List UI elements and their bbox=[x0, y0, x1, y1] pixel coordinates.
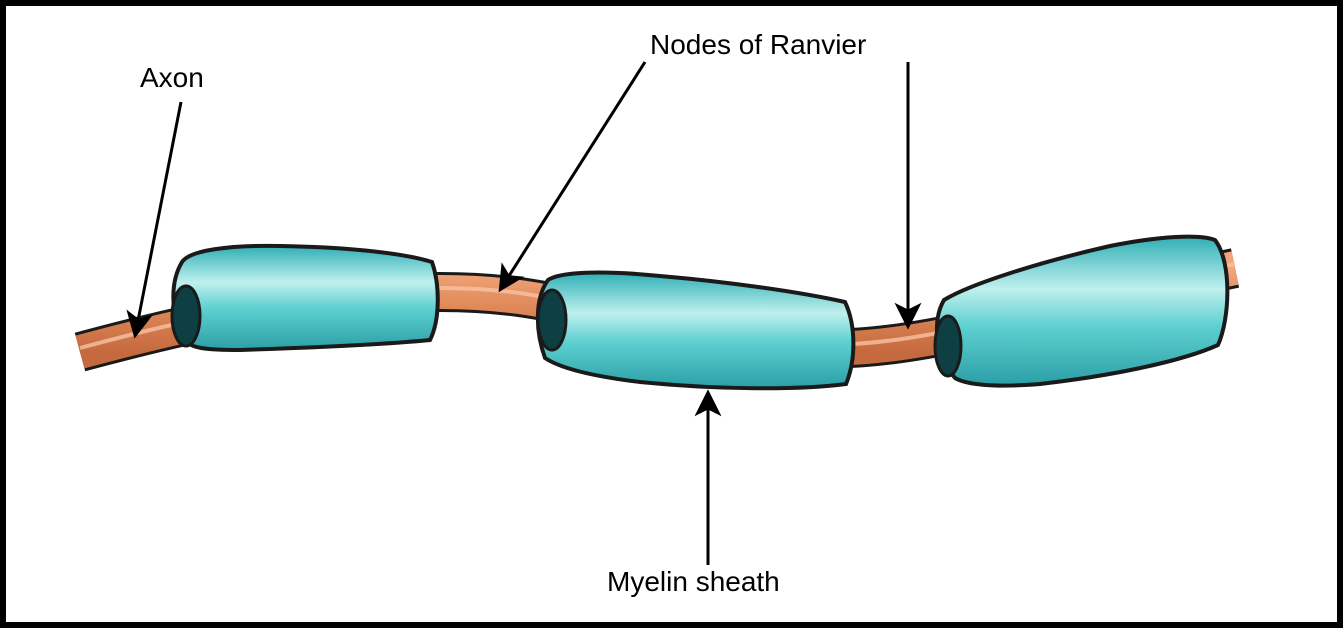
label-myelin-sheath: Myelin sheath bbox=[607, 568, 780, 596]
node-arrow-1 bbox=[500, 62, 645, 290]
myelin-segment-1 bbox=[172, 246, 438, 350]
label-axon: Axon bbox=[140, 64, 204, 92]
myelin-segment-3 bbox=[935, 237, 1227, 386]
label-nodes-of-ranvier: Nodes of Ranvier bbox=[650, 31, 866, 59]
myelin-segment-2 bbox=[538, 273, 854, 389]
